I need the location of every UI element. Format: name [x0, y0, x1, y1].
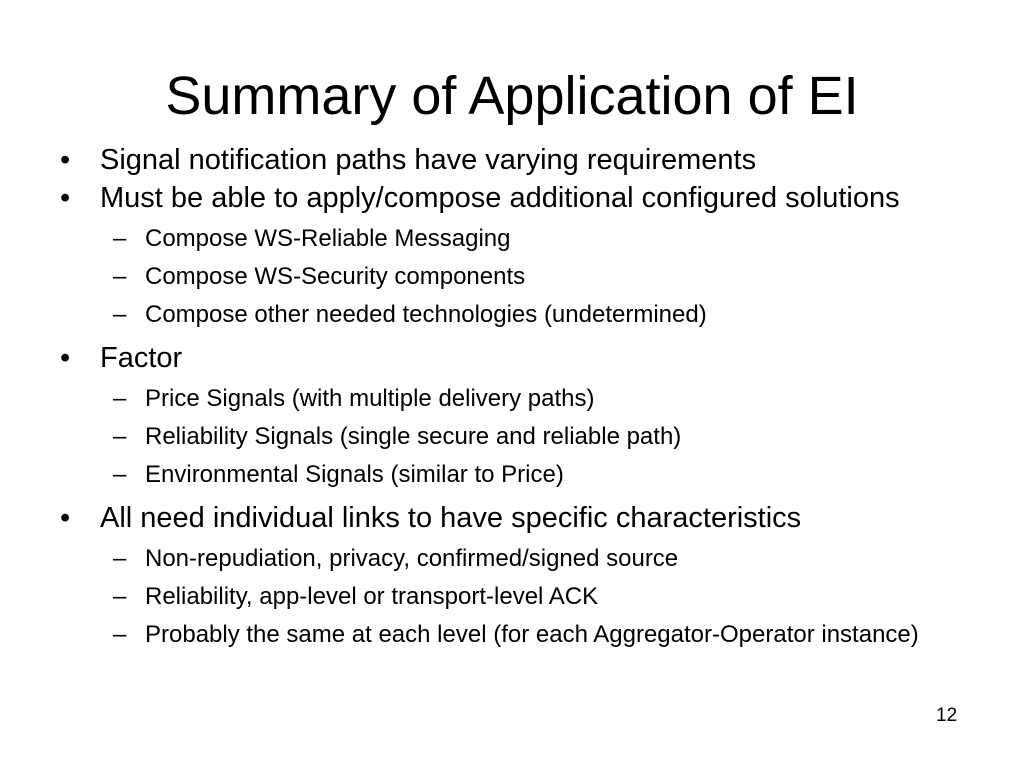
sub-bullet-item: – Reliability, app-level or transport-le…	[113, 582, 958, 612]
dash-icon: –	[113, 423, 127, 450]
bullet-text: Factor	[100, 342, 183, 374]
dash-icon: –	[113, 263, 127, 290]
dash-icon: –	[113, 385, 127, 412]
bullet-list: • Signal notification paths have varying…	[58, 140, 958, 650]
bullet-item: • Must be able to apply/compose addition…	[58, 180, 958, 216]
sub-bullet-item: – Price Signals (with multiple delivery …	[113, 384, 958, 414]
dash-icon: –	[113, 301, 127, 328]
dash-icon: –	[113, 545, 127, 572]
sub-bullet-text: Probably the same at each level (for eac…	[145, 621, 919, 648]
sub-bullet-text: Compose WS-Reliable Messaging	[145, 225, 511, 252]
sub-bullet-text: Compose other needed technologies (undet…	[145, 301, 707, 328]
bullet-text: Must be able to apply/compose additional…	[100, 182, 900, 214]
sub-bullet-text: Reliability, app-level or transport-leve…	[145, 583, 599, 610]
sub-bullet-item: – Compose WS-Reliable Messaging	[113, 224, 958, 254]
bullet-icon: •	[60, 502, 71, 534]
sub-bullet-text: Compose WS-Security components	[145, 263, 526, 290]
bullet-icon: •	[60, 342, 71, 374]
bullet-icon: •	[60, 144, 71, 176]
bullet-item: • Signal notification paths have varying…	[58, 142, 958, 178]
sub-bullet-item: – Compose other needed technologies (und…	[113, 300, 958, 330]
slide-title: Summary of Application of EI	[165, 66, 859, 126]
dash-icon: –	[113, 461, 127, 488]
sub-bullet-text: Price Signals (with multiple delivery pa…	[145, 385, 595, 412]
bullet-item: • Factor	[58, 340, 958, 376]
sub-bullet-item: – Non-repudiation, privacy, confirmed/si…	[113, 544, 958, 574]
dash-icon: –	[113, 225, 127, 252]
page-number: 12	[936, 705, 958, 726]
sub-bullet-text: Environmental Signals (similar to Price)	[145, 461, 564, 488]
sub-bullet-text: Reliability Signals (single secure and r…	[145, 423, 682, 450]
dash-icon: –	[113, 621, 127, 648]
bullet-item: • All need individual links to have spec…	[58, 500, 958, 536]
sub-bullet-item: – Probably the same at each level (for e…	[113, 620, 958, 650]
sub-bullet-item: – Environmental Signals (similar to Pric…	[113, 460, 958, 490]
bullet-icon: •	[60, 182, 71, 214]
sub-bullet-item: – Reliability Signals (single secure and…	[113, 422, 958, 452]
sub-bullet-text: Non-repudiation, privacy, confirmed/sign…	[145, 545, 679, 572]
sub-bullet-item: – Compose WS-Security components	[113, 262, 958, 292]
bullet-text: Signal notification paths have varying r…	[100, 144, 757, 176]
bullet-text: All need individual links to have specif…	[100, 502, 802, 534]
dash-icon: –	[113, 583, 127, 610]
